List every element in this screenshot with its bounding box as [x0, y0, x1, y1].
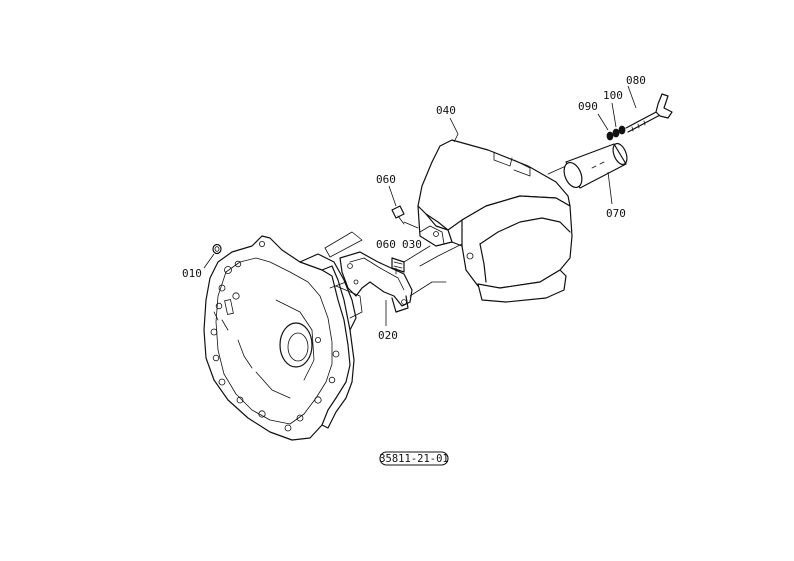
assembly-guide-line: [324, 231, 363, 258]
callout-090: 090: [578, 100, 598, 113]
flywheel-housing: [203, 235, 363, 441]
callout-010: 010: [182, 267, 202, 280]
assembly-guide-line: [403, 245, 447, 297]
assembly-guide-line: [403, 221, 419, 229]
drawing-number: 35811-21-01: [379, 453, 449, 465]
part-010-plug: [212, 243, 222, 255]
part-070-cylinder: [563, 142, 628, 189]
assembly-guide-line: [419, 243, 463, 267]
callout-020: 020: [378, 329, 398, 342]
callout-060-lower: 060: [376, 238, 396, 251]
callout-100: 100: [603, 89, 623, 102]
callout-070: 070: [606, 207, 626, 220]
part-080-wing-bolt: [625, 93, 673, 133]
callout-080: 080: [626, 74, 646, 87]
part-040-cover: [417, 139, 573, 303]
part-020-bracket: [339, 251, 413, 313]
part-060-screw: [391, 205, 405, 225]
callout-040: 040: [436, 104, 456, 117]
callout-030: 030: [402, 238, 422, 251]
part-090-washer: [606, 131, 614, 141]
drawing-number-badge: 35811-21-01: [379, 451, 449, 466]
assembly-guide-line: [329, 281, 347, 289]
part-030-bolt: [391, 257, 405, 275]
part-100-nut: [612, 125, 626, 138]
callout-060-upper: 060: [376, 173, 396, 186]
assembly-guide-line: [547, 165, 567, 175]
